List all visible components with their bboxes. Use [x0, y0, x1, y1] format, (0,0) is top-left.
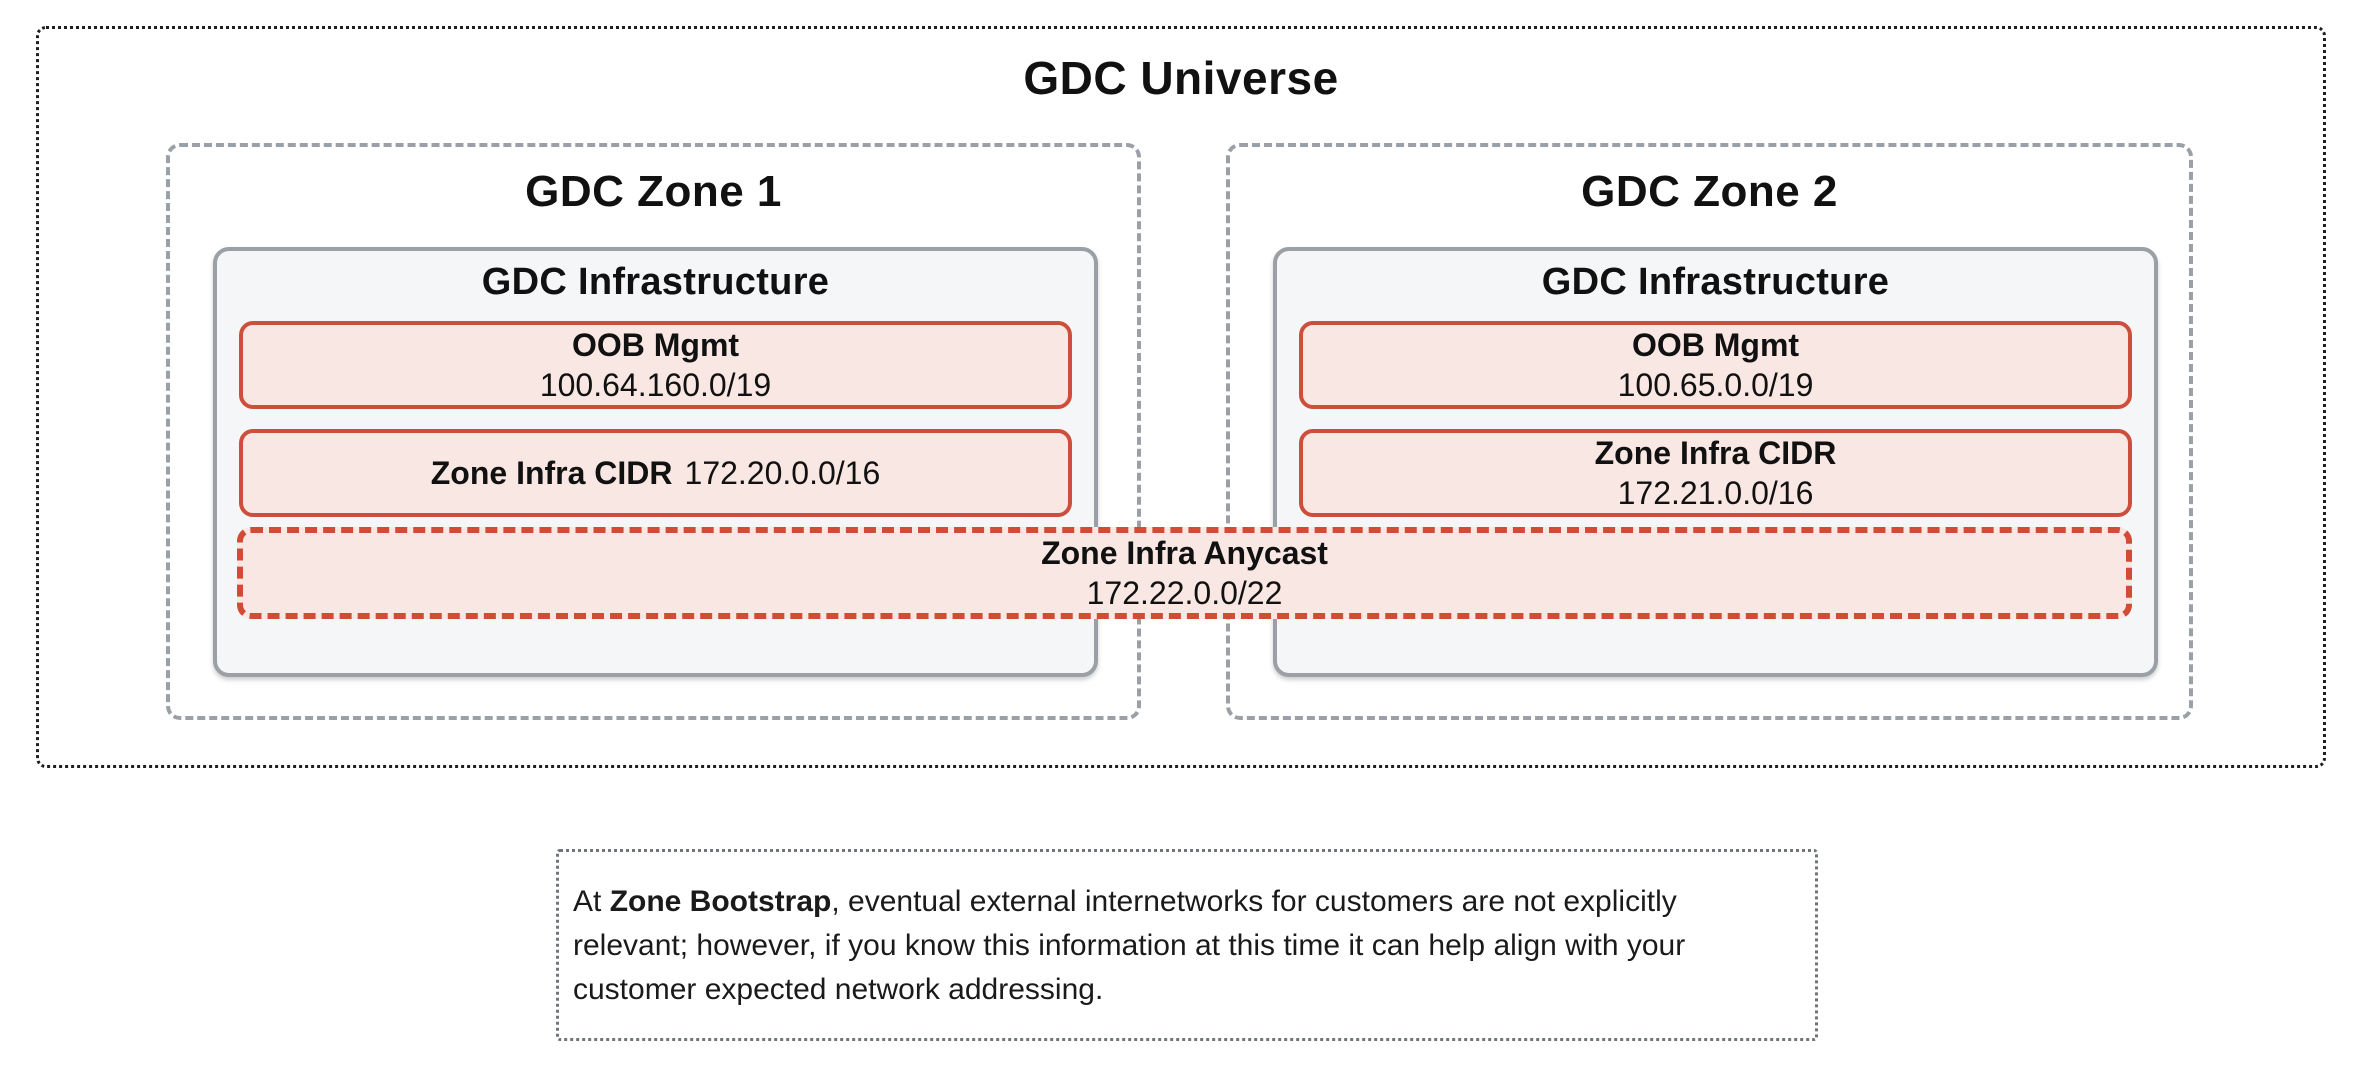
- zone-infra-anycast-box: Zone Infra Anycast 172.22.0.0/22: [237, 527, 2132, 619]
- zone-2-infra-cidr-value: 172.21.0.0/16: [1617, 475, 1814, 511]
- zone-1-oob-mgmt-box: OOB Mgmt 100.64.160.0/19: [239, 321, 1072, 409]
- note-bold-term: Zone Bootstrap: [609, 885, 832, 918]
- zone-1-infrastructure-title: GDC Infrastructure: [481, 261, 830, 303]
- zone-1-infra-cidr-box: Zone Infra CIDR 172.20.0.0/16: [239, 429, 1072, 517]
- anycast-cidr: 172.22.0.0/22: [1086, 575, 1283, 611]
- zone-1-infra-cidr-label: Zone Infra CIDR: [430, 455, 673, 491]
- zone-bootstrap-note: At Zone Bootstrap, eventual external int…: [556, 849, 1818, 1041]
- zone-2-infra-cidr-box: Zone Infra CIDR 172.21.0.0/16: [1299, 429, 2132, 517]
- zone-2-oob-mgmt-box: OOB Mgmt 100.65.0.0/19: [1299, 321, 2132, 409]
- note-prefix: At: [573, 885, 610, 918]
- gdc-zone-1-container: GDC Zone 1 GDC Infrastructure OOB Mgmt 1…: [166, 143, 1141, 720]
- gdc-universe-container: GDC Universe GDC Zone 1 GDC Infrastructu…: [36, 26, 2326, 768]
- note-rest: , eventual external internetworks for cu…: [573, 885, 1686, 1006]
- zone-2-oob-cidr: 100.65.0.0/19: [1617, 367, 1814, 403]
- zone-1-oob-label: OOB Mgmt: [571, 327, 740, 363]
- zone-1-oob-cidr: 100.64.160.0/19: [539, 367, 772, 403]
- anycast-label: Zone Infra Anycast: [1041, 535, 1328, 571]
- zone-2-infra-cidr-label: Zone Infra CIDR: [1594, 435, 1837, 471]
- zone-1-infra-cidr-line: Zone Infra CIDR 172.20.0.0/16: [431, 453, 881, 493]
- zone-1-title: GDC Zone 1: [525, 167, 782, 216]
- zone-1-infra-cidr-value: 172.20.0.0/16: [684, 455, 881, 491]
- gdc-zone-2-container: GDC Zone 2 GDC Infrastructure OOB Mgmt 1…: [1226, 143, 2193, 720]
- zone-2-infrastructure-title: GDC Infrastructure: [1541, 261, 1890, 303]
- universe-title: GDC Universe: [1023, 52, 1339, 104]
- zone-2-title: GDC Zone 2: [1581, 167, 1838, 216]
- zone-2-oob-label: OOB Mgmt: [1631, 327, 1800, 363]
